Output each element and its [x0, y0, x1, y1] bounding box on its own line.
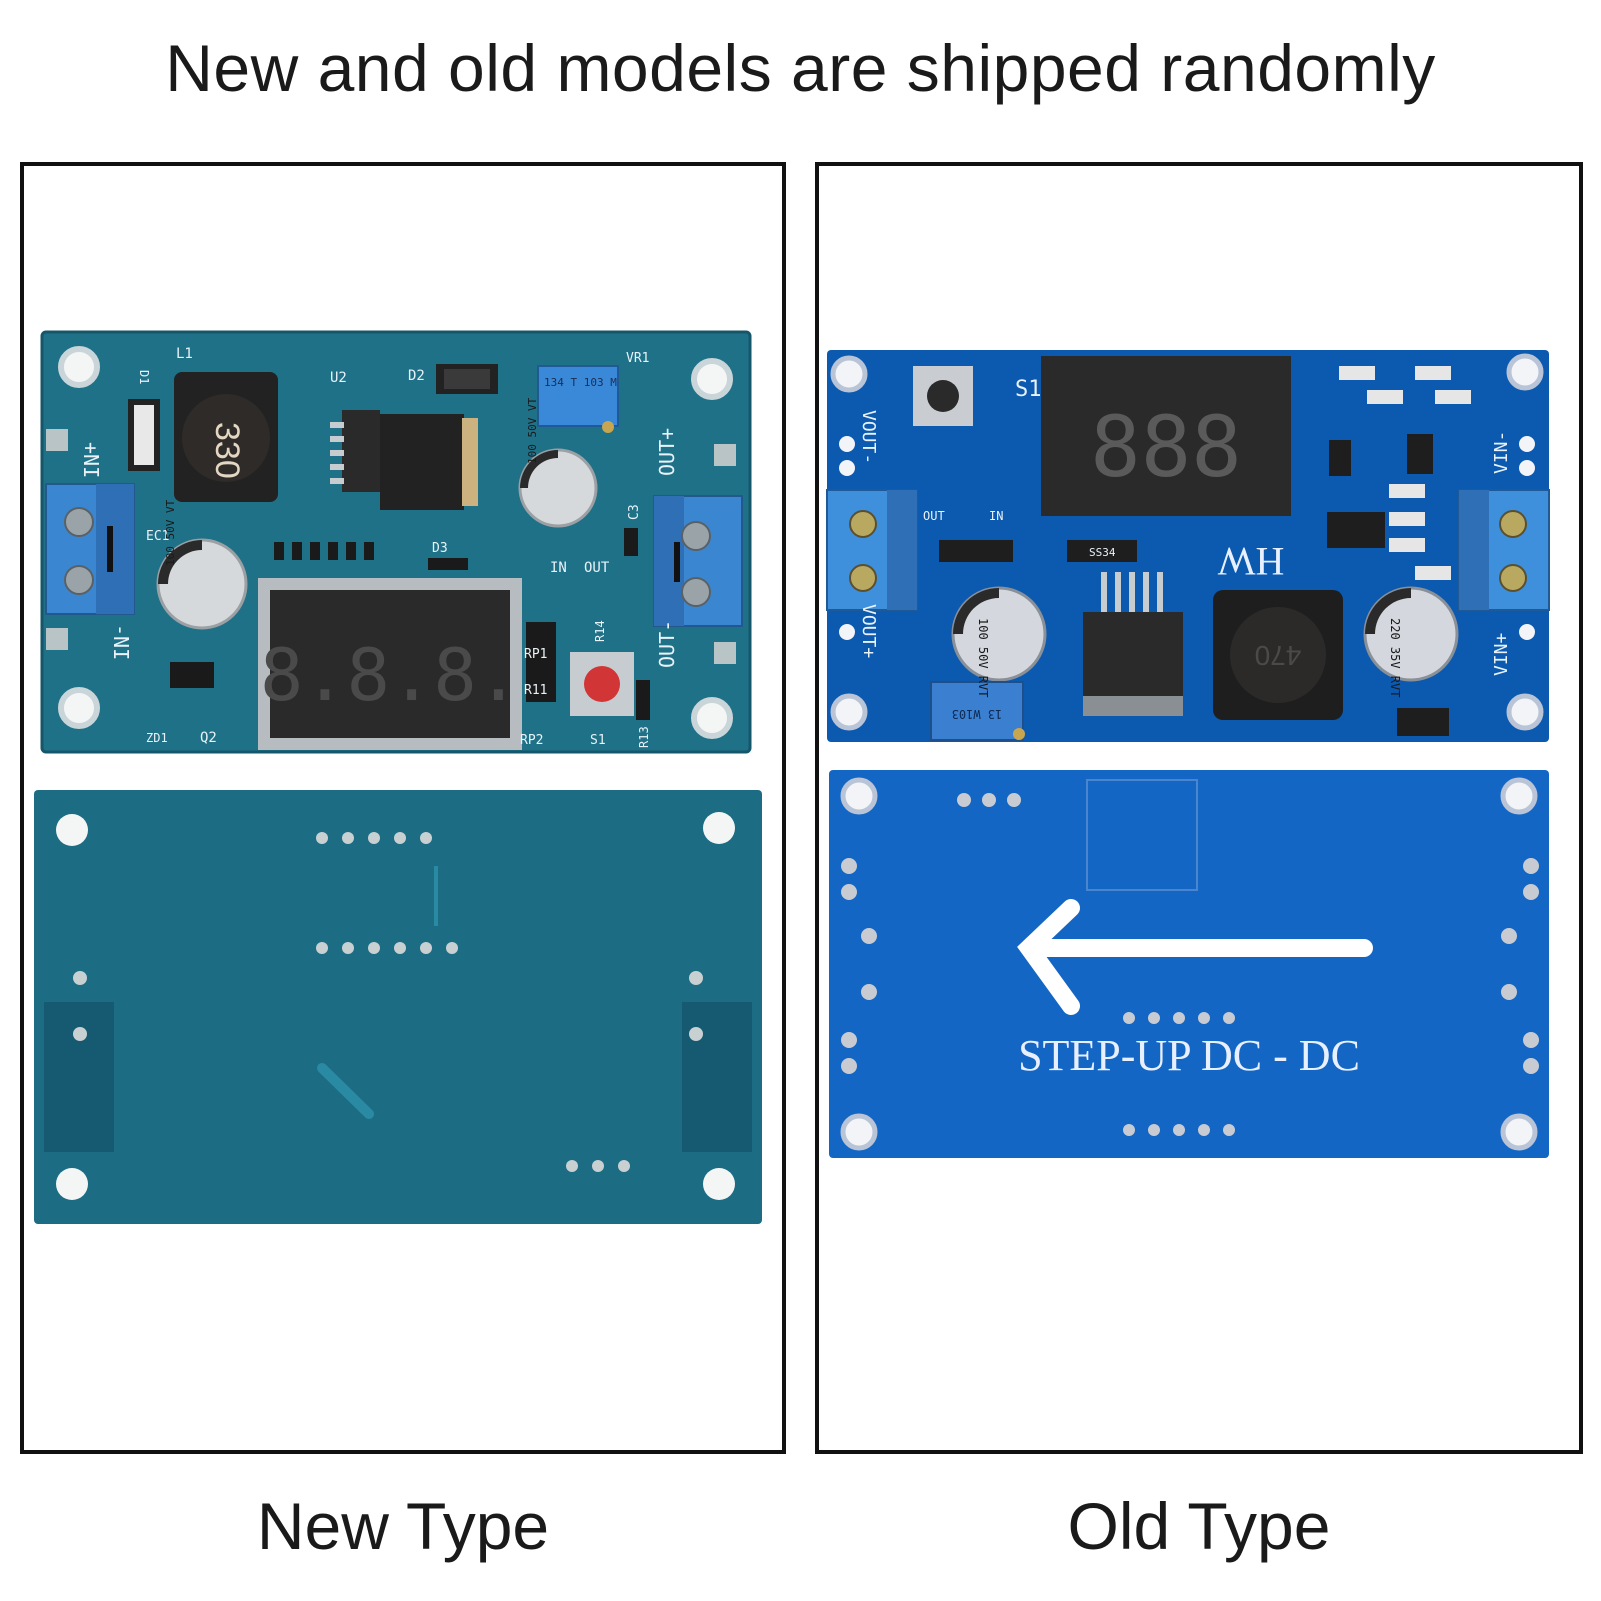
old-cap-right-marking: 220 35V RVT	[1388, 618, 1402, 697]
old-s1-label: S1	[1015, 377, 1042, 402]
old-cap-left-marking: 100 50V RVT	[976, 618, 990, 697]
new-out-minus-label: OUT-	[655, 620, 679, 668]
direction-arrow	[1017, 899, 1373, 1015]
new-in-minus-label: -NI	[109, 624, 133, 660]
new-type-panel: +NI -NI OUT+ OUT- U2 D2 D1 L1 VR1 EC1 D3…	[20, 162, 786, 1454]
vr1-label: VR1	[626, 351, 649, 366]
old-type-board-image: VOUT- VOUT+ VIN- VIN+ S1 SS34 OUT IN HW …	[826, 350, 1550, 1158]
d1-label: D1	[137, 370, 151, 384]
output-terminal-block	[653, 495, 743, 627]
old-in-label: IN	[989, 509, 1003, 523]
capacitor-ec2	[518, 448, 598, 528]
zd1-label: ZD1	[146, 731, 168, 745]
ld-out-label: OUT	[584, 560, 610, 576]
brand-label: HW	[1217, 539, 1284, 584]
ss34-label: SS34	[1089, 546, 1116, 559]
l1-label: L1	[176, 346, 193, 362]
rp1-label: RP1	[524, 647, 547, 662]
new-in-plus-label: +NI	[79, 442, 103, 478]
rp2-label: RP2	[520, 733, 543, 748]
old-pot-marking: 13 W103	[952, 707, 1003, 721]
capacitor-ec1	[156, 538, 248, 630]
s1-label: S1	[590, 733, 606, 748]
vout-minus-label: VOUT-	[858, 410, 879, 464]
vout-plus-label: VOUT+	[858, 604, 879, 658]
old-out-label: OUT	[923, 509, 945, 523]
step-up-dc-dc-label: STEP-UP DC - DC	[1018, 1031, 1360, 1080]
ec1-label: EC1	[146, 529, 169, 544]
new-display-digits: 8.8.8.	[260, 633, 520, 717]
new-pot-marking: 134 T 103 M	[544, 376, 617, 389]
c3-label: C3	[627, 504, 642, 520]
q2-label: Q2	[200, 730, 217, 746]
new-cap-ec1-marking: 100 50V VT	[164, 499, 177, 566]
input-terminal-block	[45, 483, 135, 615]
new-type-board-image: +NI -NI OUT+ OUT- U2 D2 D1 L1 VR1 EC1 D3…	[34, 330, 762, 1224]
old-front-board: VOUT- VOUT+ VIN- VIN+ S1 SS34 OUT IN HW …	[826, 350, 1550, 742]
new-cap-ec2-marking: 100 50V VT	[526, 397, 539, 464]
new-inductor-marking: 330	[208, 422, 246, 479]
r13-label: R13	[637, 726, 651, 748]
new-type-caption: New Type	[256, 1489, 550, 1563]
ld-in-label: IN	[550, 560, 567, 576]
vin-plus-label: VIN+	[1491, 632, 1512, 676]
old-inductor-marking: 470	[1255, 640, 1302, 671]
u2-label: U2	[330, 370, 347, 386]
r11-label: R11	[524, 683, 547, 698]
old-display-digits: 888	[1090, 398, 1242, 496]
headline: New and old models are shipped randomly	[165, 31, 1436, 105]
d3-label: D3	[432, 541, 448, 556]
old-type-panel: VOUT- VOUT+ VIN- VIN+ S1 SS34 OUT IN HW …	[815, 162, 1583, 1454]
d2-label: D2	[408, 368, 425, 384]
old-type-caption: Old Type	[1067, 1489, 1331, 1563]
old-back-board: STEP-UP DC - DC	[829, 770, 1549, 1158]
vin-minus-label: VIN-	[1491, 431, 1512, 474]
new-out-plus-label: OUT+	[655, 428, 679, 476]
r14-label: R14	[593, 620, 607, 642]
new-back-board	[34, 790, 762, 1224]
new-front-board: +NI -NI OUT+ OUT- U2 D2 D1 L1 VR1 EC1 D3…	[40, 330, 752, 754]
